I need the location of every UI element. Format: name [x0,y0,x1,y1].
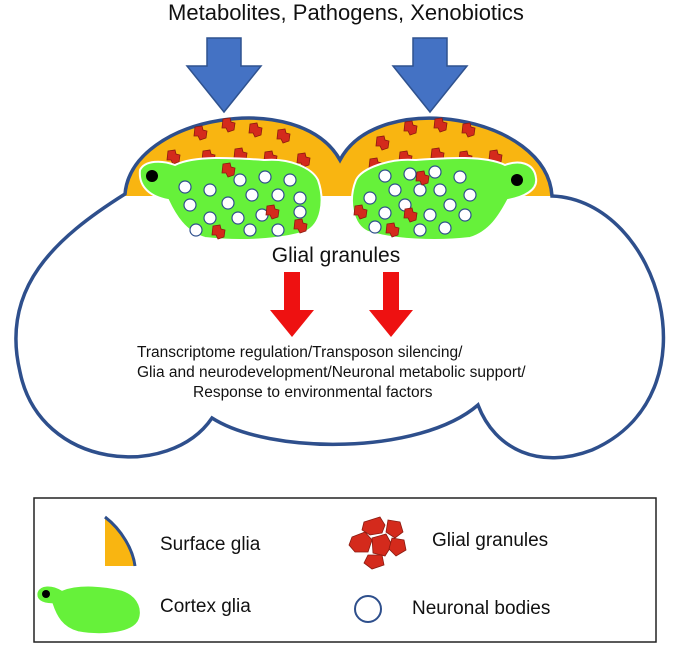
legend-neuronal-bodies: Neuronal bodies [412,598,550,619]
cortex-glia-right [351,157,538,241]
legend-surface-glia: Surface glia [160,534,261,555]
down-arrow-icon [369,272,413,337]
neuronal-bodies-right [363,165,477,237]
cortex-glia-icon [35,585,142,635]
inputs-label: Metabolites, Pathogens, Xenobiotics [168,0,524,25]
down-arrow-icon [391,37,469,114]
glial-granules-label: Glial granules [272,244,400,267]
legend-glial-granules: Glial granules [432,530,548,551]
legend-cortex-glia: Cortex glia [160,596,251,617]
function-line-2: Glia and neurodevelopment/Neuronal metab… [137,364,526,381]
surface-glia-icon [104,515,137,567]
down-arrow-icon [270,272,314,337]
glia-nucleus [146,170,158,182]
function-line-3: Response to environmental factors [193,384,433,401]
neuronal-bodies-left [178,170,307,237]
neuronal-body-icon [354,595,382,623]
glia-nucleus [511,174,523,186]
function-line-1: Transcriptome regulation/Transposon sile… [137,344,463,361]
down-arrow-icon [185,37,263,114]
glial-granule-icon [348,516,407,570]
brain-outline [14,116,666,460]
